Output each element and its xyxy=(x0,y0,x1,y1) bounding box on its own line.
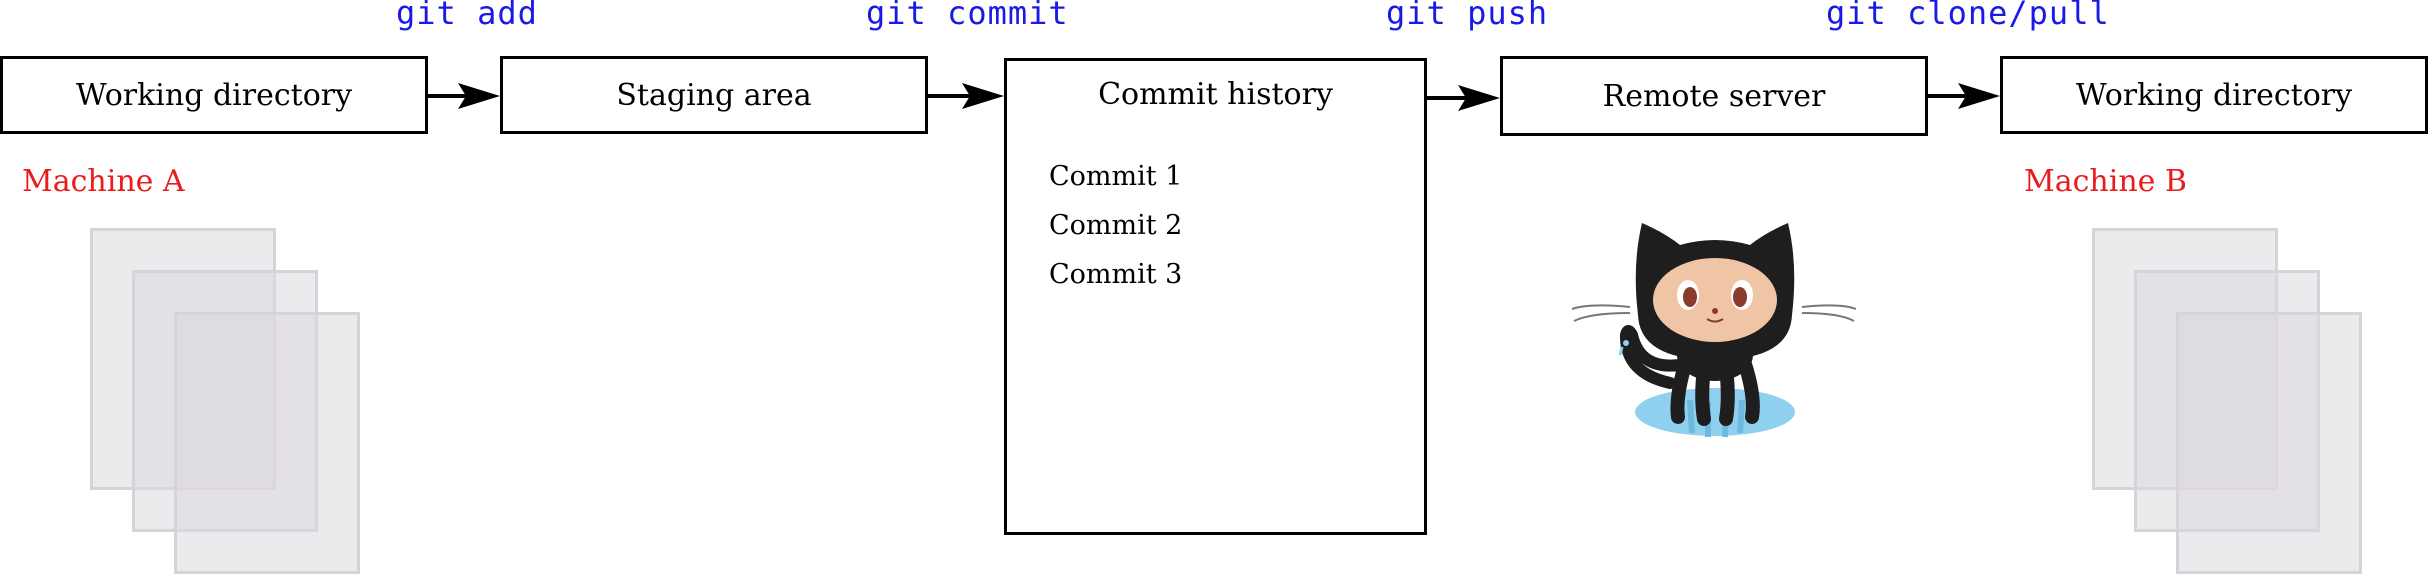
octocat-icon xyxy=(1571,223,1857,438)
arrow-commit xyxy=(928,83,1004,109)
git-push-label: git push xyxy=(1386,0,1549,32)
git-add-label: git add xyxy=(396,0,538,32)
machine-a-label: Machine A xyxy=(22,164,185,199)
commit-item: Commit 2 xyxy=(1049,210,1183,241)
working-directory-b-box: Working directory xyxy=(2000,56,2428,134)
working-directory-a-label: Working directory xyxy=(75,77,353,113)
working-directory-a-box: Working directory xyxy=(0,56,428,134)
document-stack-icon xyxy=(2092,228,2368,578)
staging-area-box: Staging area xyxy=(500,56,928,134)
git-commit-label: git commit xyxy=(866,0,1069,32)
git-clone-pull-label: git clone/pull xyxy=(1826,0,2110,32)
staging-area-label: Staging area xyxy=(616,77,812,113)
commit-history-box: Commit history Commit 1 Commit 2 Commit … xyxy=(1004,58,1427,535)
commit-item: Commit 3 xyxy=(1049,259,1183,290)
arrow-push xyxy=(1427,85,1500,111)
document-icon xyxy=(174,312,360,574)
document-icon xyxy=(2176,312,2362,574)
machine-b-label: Machine B xyxy=(2024,164,2187,199)
commit-item: Commit 1 xyxy=(1049,161,1183,192)
document-stack-icon xyxy=(90,228,366,578)
arrow-add xyxy=(428,83,500,109)
remote-server-label: Remote server xyxy=(1602,78,1826,114)
remote-server-box: Remote server xyxy=(1500,56,1928,136)
commit-history-title: Commit history xyxy=(1098,77,1333,112)
arrow-clone-pull xyxy=(1928,83,2000,109)
working-directory-b-label: Working directory xyxy=(2075,77,2353,113)
